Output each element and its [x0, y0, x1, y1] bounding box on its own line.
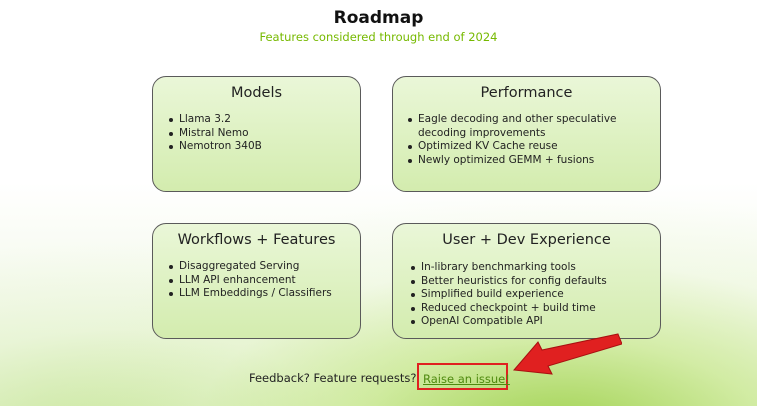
- list-item: Newly optimized GEMM + fusions: [407, 154, 623, 168]
- red-arrow-icon: [513, 333, 622, 375]
- raise-issue-link-highlight[interactable]: Raise an issue!: [417, 363, 510, 390]
- list-item: Better heuristics for config defaults: [410, 275, 607, 289]
- card-title: Workflows + Features: [177, 232, 336, 248]
- list-item: LLM API enhancement: [168, 274, 332, 288]
- raise-issue-link[interactable]: Raise an issue!: [423, 372, 510, 386]
- card-title: User + Dev Experience: [442, 232, 611, 248]
- list-item: LLM Embeddings / Classifiers: [168, 287, 332, 301]
- list-item: Optimized KV Cache reuse: [407, 140, 623, 154]
- card-list: Disaggregated Serving LLM API enhancemen…: [168, 260, 332, 301]
- list-item: Llama 3.2: [168, 113, 262, 127]
- list-item: In-library benchmarking tools: [410, 261, 607, 275]
- card-list: In-library benchmarking tools Better heu…: [410, 261, 607, 329]
- card-title: Models: [230, 85, 283, 101]
- card-list: Eagle decoding and other speculative dec…: [407, 113, 623, 167]
- card-performance: Performance Eagle decoding and other spe…: [392, 76, 661, 192]
- card-workflows-features: Workflows + Features Disaggregated Servi…: [152, 223, 361, 339]
- list-item: Eagle decoding and other speculative dec…: [407, 113, 623, 140]
- card-user-dev-experience: User + Dev Experience In-library benchma…: [392, 223, 661, 339]
- page-subtitle: Features considered through end of 2024: [259, 30, 498, 44]
- list-item: Nemotron 340B: [168, 140, 262, 154]
- arrow-shape: [513, 333, 622, 375]
- list-item: Simplified build experience: [410, 288, 607, 302]
- list-item: Reduced checkpoint + build time: [410, 302, 607, 316]
- page-title: Roadmap: [333, 8, 424, 28]
- card-list: Llama 3.2 Mistral Nemo Nemotron 340B: [168, 113, 262, 154]
- card-title: Performance: [480, 85, 573, 101]
- list-item: Mistral Nemo: [168, 127, 262, 141]
- feedback-text: Feedback? Feature requests?: [249, 371, 417, 385]
- card-models: Models Llama 3.2 Mistral Nemo Nemotron 3…: [152, 76, 361, 192]
- list-item: Disaggregated Serving: [168, 260, 332, 274]
- list-item: OpenAI Compatible API: [410, 315, 607, 329]
